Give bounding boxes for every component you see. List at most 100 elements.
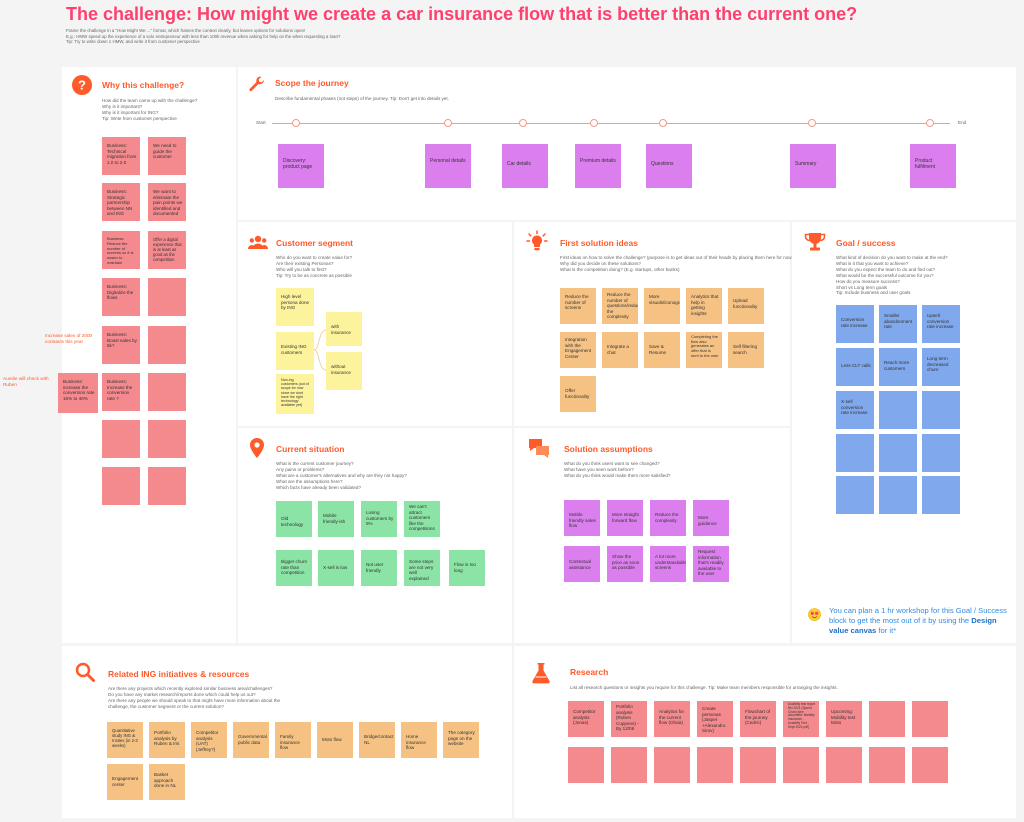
sticky-note[interactable]: Existing ING customers (276, 332, 314, 370)
sticky-note[interactable]: Smaller abandonment rate (879, 305, 917, 343)
phase-sticky[interactable]: Product fulfilment (910, 144, 956, 188)
sticky-note[interactable]: Long term decreased churn (922, 348, 960, 386)
sticky-note[interactable] (697, 747, 733, 783)
sticky-note[interactable]: Business: Digitalize the flows (102, 278, 140, 316)
sticky-note[interactable]: Quantitative study ING & Insites (in 2-3… (107, 722, 143, 758)
sticky-note[interactable]: X-sell conversion rate increase (836, 391, 874, 429)
sticky-note[interactable] (148, 326, 186, 364)
sticky-note[interactable]: Moto flow (317, 722, 353, 758)
sticky-note[interactable]: Business: Technical migration from 1.0 t… (102, 137, 140, 175)
sticky-note[interactable] (912, 747, 948, 783)
phase-sticky[interactable]: Discovery: product page (278, 144, 324, 188)
sticky-note[interactable]: Basket approach done in NL (149, 764, 185, 800)
sticky-note[interactable]: Conversion rate increase (836, 305, 874, 343)
sticky-note[interactable] (912, 701, 948, 737)
sticky-note[interactable]: Old technology (276, 501, 312, 537)
sticky-note[interactable]: Flow is too long (449, 550, 485, 586)
sticky-note[interactable]: A lot more understandable screens (650, 546, 686, 582)
sticky-note[interactable] (654, 747, 690, 783)
sticky-note[interactable]: Non-ing customers (out of scope for now … (276, 374, 314, 414)
sticky-note[interactable]: Save & Resume (644, 332, 680, 368)
sticky-note[interactable]: Not user friendly (361, 550, 397, 586)
sticky-note[interactable] (879, 391, 917, 429)
phase-sticky[interactable]: Summary (790, 144, 836, 188)
sticky-note[interactable]: High level persona done by ING (276, 288, 314, 326)
comment-note[interactable]: Increase sales of 2000 contracts this ye… (45, 333, 93, 344)
sticky-note[interactable]: Some steps are not very well explained (404, 550, 440, 586)
sticky-note[interactable]: Portfolio analysis (Ruben Cuppens) - By … (611, 701, 647, 737)
sticky-note[interactable] (148, 467, 186, 505)
sticky-note[interactable]: Integrate a chat (602, 332, 638, 368)
sticky-note[interactable] (611, 747, 647, 783)
sticky-note[interactable]: Losing customers by 5% (361, 501, 397, 537)
sticky-note[interactable]: Business: Increase the conversion rate ? (102, 373, 140, 411)
sticky-note[interactable] (102, 467, 140, 505)
sticky-note[interactable] (836, 434, 874, 472)
sticky-note[interactable]: Offer functionality (560, 376, 596, 412)
sticky-note[interactable]: Show the price as soon as possible (607, 546, 643, 582)
sticky-note[interactable]: Business: Reduce the number of screens s… (102, 231, 140, 269)
sticky-note[interactable]: Self filtering search (728, 332, 764, 368)
sticky-note[interactable]: Family insurance flow (275, 722, 311, 758)
phase-sticky[interactable]: Questions (646, 144, 692, 188)
phase-sticky[interactable]: Premium details (575, 144, 621, 188)
sticky-note[interactable] (148, 373, 186, 411)
sticky-note[interactable]: Governmental public data (233, 722, 269, 758)
sticky-note[interactable]: More visuals/iconography (644, 288, 680, 324)
sticky-note[interactable]: Offer a digital experience that is at le… (148, 231, 186, 269)
sticky-note[interactable]: Business: Strategic partnership between … (102, 183, 140, 221)
sticky-note[interactable]: Create personas (Jasper +Alexandru Sirov… (697, 701, 733, 737)
sticky-note[interactable] (922, 434, 960, 472)
sticky-note[interactable]: Home insurance flow (401, 722, 437, 758)
sticky-note[interactable] (879, 476, 917, 514)
sticky-note[interactable]: Mobile friendly sales flow (564, 500, 600, 536)
sticky-note[interactable]: Usability test report NN 2021 (Sjoerd Ch… (783, 701, 819, 737)
sticky-note[interactable]: X-sell is low (318, 550, 354, 586)
sticky-note[interactable]: Bridge/contact NL (359, 722, 395, 758)
sticky-note[interactable]: More guidance (693, 500, 729, 536)
sticky-note[interactable]: Reduce the number of questions/reduce th… (602, 288, 638, 324)
sticky-note[interactable]: Completing the flow also generates an of… (686, 332, 722, 368)
sticky-note[interactable]: Reduce the complexity (650, 500, 686, 536)
sticky-note[interactable] (740, 747, 776, 783)
sticky-note[interactable]: without insurance (326, 352, 362, 390)
sticky-note[interactable]: Business: increase the conversion rate 1… (58, 373, 98, 413)
sticky-note[interactable]: Portfolio analysis by Ruben & Iris (149, 722, 185, 758)
sticky-note[interactable]: Analytics that help in getting insights (686, 288, 722, 324)
sticky-note[interactable]: Mobile friendly-ish (318, 501, 354, 537)
sticky-note[interactable]: We can't attract customers like the comp… (404, 501, 440, 537)
sticky-note[interactable]: Analytics for the current flow (Olivia) (654, 701, 690, 737)
sticky-note[interactable]: The category page on the website (443, 722, 479, 758)
sticky-note[interactable] (148, 420, 186, 458)
design-value-canvas-link[interactable]: Design value canvas (829, 616, 997, 635)
sticky-note[interactable] (783, 747, 819, 783)
sticky-note[interactable]: Flowchart of the journey (Cedric) (740, 701, 776, 737)
sticky-note[interactable]: Upload functionality (728, 288, 764, 324)
sticky-note[interactable]: Less CLT calls (836, 348, 874, 386)
sticky-note[interactable] (148, 278, 186, 316)
sticky-note[interactable] (869, 747, 905, 783)
sticky-note[interactable]: Contextual assistance (564, 546, 600, 582)
sticky-note[interactable] (869, 701, 905, 737)
sticky-note[interactable]: Integration with the Engagement Center (560, 332, 596, 368)
sticky-note[interactable]: We want to eliminate the pain points we … (148, 183, 186, 221)
sticky-note[interactable] (826, 747, 862, 783)
sticky-note[interactable] (922, 391, 960, 429)
sticky-note[interactable] (568, 747, 604, 783)
sticky-note[interactable] (922, 476, 960, 514)
comment-note[interactable]: Aurelie will check with Ruben (3, 376, 49, 387)
sticky-note[interactable]: Reduce the number of screens (560, 288, 596, 324)
sticky-note[interactable] (836, 476, 874, 514)
sticky-note[interactable] (879, 434, 917, 472)
sticky-note[interactable]: Competitor analysis (UAT) (Jeffrey?) (191, 722, 227, 758)
sticky-note[interactable]: We need to guide the customer (148, 137, 186, 175)
sticky-note[interactable]: Request information that's readily avail… (693, 546, 729, 582)
sticky-note[interactable]: Competitor analysis (Jonas) (568, 701, 604, 737)
sticky-note[interactable]: Bigger churn rate than competition (276, 550, 312, 586)
sticky-note[interactable]: Upsell conversion rate increase (922, 305, 960, 343)
sticky-note[interactable]: Business: Boost sales by 5k? (102, 326, 140, 364)
sticky-note[interactable]: with insurance (326, 312, 362, 346)
sticky-note[interactable] (102, 420, 140, 458)
phase-sticky[interactable]: Car details (502, 144, 548, 188)
phase-sticky[interactable]: Personal details (425, 144, 471, 188)
